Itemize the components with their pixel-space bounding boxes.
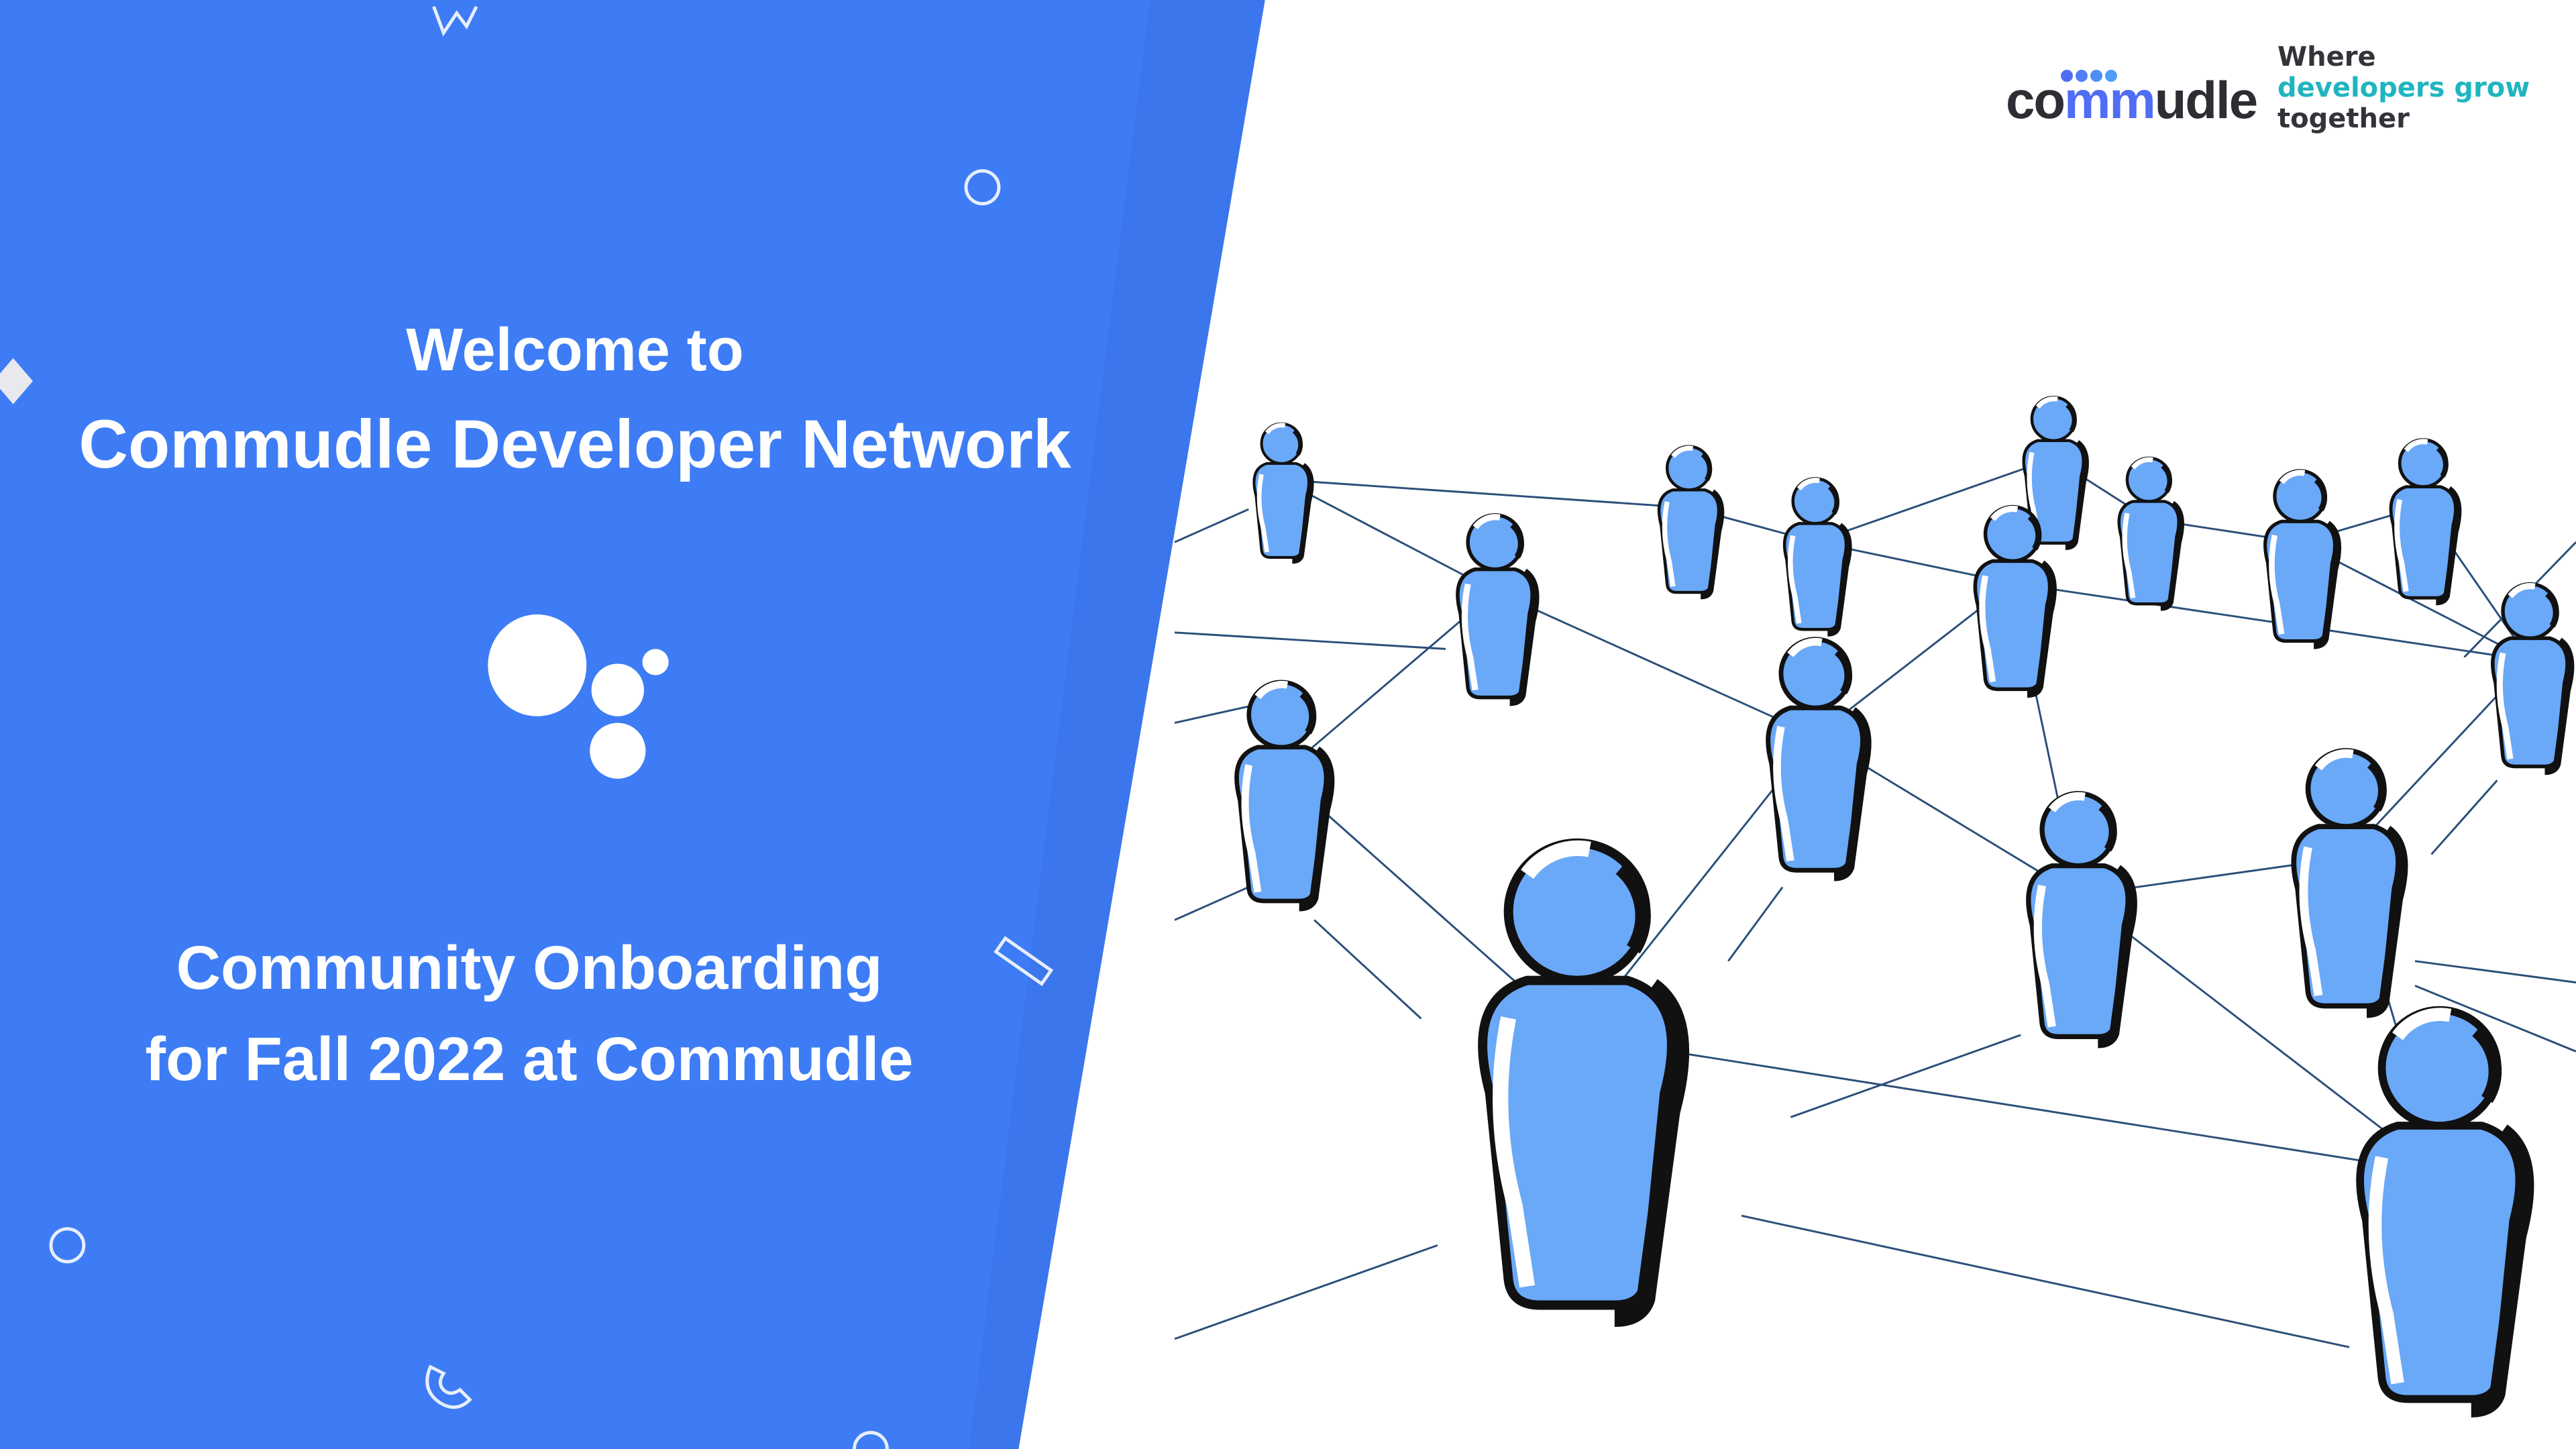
subtitle-line-1: Community Onboarding bbox=[176, 934, 883, 1002]
network-line bbox=[1741, 1214, 2350, 1348]
person-icon bbox=[1766, 637, 1872, 881]
network-heading: Commudle Developer Network bbox=[78, 406, 1071, 482]
person-icon bbox=[2117, 456, 2184, 611]
zigzag-decoration bbox=[432, 5, 478, 37]
blue-panel bbox=[0, 0, 1265, 1449]
network-line bbox=[2414, 985, 2576, 1053]
logo-tagline: Where developers grow together bbox=[2277, 42, 2530, 134]
network-line bbox=[1727, 886, 1784, 962]
person-icon bbox=[2026, 791, 2137, 1049]
network-line bbox=[1790, 1034, 2021, 1118]
person-icon bbox=[2263, 469, 2342, 649]
person-icon bbox=[1252, 422, 1314, 564]
person-icon bbox=[1657, 445, 1725, 600]
network-line bbox=[2012, 582, 2530, 661]
wordmark-prefix: co bbox=[2006, 70, 2065, 129]
network-line bbox=[1281, 478, 1689, 509]
network-line bbox=[1281, 590, 1496, 775]
arc-decoration bbox=[853, 1431, 889, 1449]
network-line bbox=[1494, 590, 1816, 737]
ring-decoration bbox=[49, 1227, 86, 1264]
people-network-icon bbox=[1234, 395, 2575, 1417]
welcome-heading: Welcome to bbox=[406, 317, 744, 384]
tagline-line-3: together bbox=[2277, 103, 2410, 134]
commudle-logo: commudle bbox=[2006, 54, 2258, 134]
person-icon bbox=[1973, 504, 2057, 698]
wordmark-suffix: udle bbox=[2154, 70, 2258, 129]
person-icon bbox=[2022, 395, 2089, 550]
network-line bbox=[1281, 478, 1496, 592]
network-line bbox=[1815, 457, 2054, 543]
network-line bbox=[1174, 631, 1446, 650]
network-line bbox=[1313, 919, 1422, 1020]
logo-dots-icon bbox=[2061, 70, 2117, 82]
network-line bbox=[2430, 780, 2498, 855]
panel-shade bbox=[969, 0, 1265, 1449]
network-line bbox=[1174, 1244, 1438, 1340]
decorative-shapes bbox=[49, 5, 1054, 1449]
dots-logo bbox=[488, 614, 669, 779]
wordmark-mm: mm bbox=[2064, 70, 2156, 129]
person-icon bbox=[2291, 748, 2408, 1018]
ring-decoration bbox=[964, 169, 1001, 206]
tagline-line-1: Where bbox=[2277, 42, 2376, 72]
subtitle-line-2: for Fall 2022 at Commudle bbox=[145, 1025, 914, 1093]
network-line bbox=[1174, 705, 1249, 724]
person-icon bbox=[1782, 477, 1852, 637]
network-line bbox=[1174, 886, 1249, 921]
phone-decoration bbox=[425, 1364, 472, 1409]
network-line bbox=[1174, 508, 1249, 543]
person-icon bbox=[2356, 1006, 2534, 1417]
person-icon bbox=[2389, 438, 2462, 606]
bar-decoration bbox=[994, 936, 1054, 986]
logo-wordmark: commudle bbox=[2006, 70, 2258, 130]
network-line bbox=[2414, 960, 2576, 983]
tagline-line-2: developers grow bbox=[2277, 72, 2530, 103]
person-icon bbox=[2491, 582, 2575, 775]
person-icon bbox=[1478, 838, 1690, 1328]
diamond-decoration bbox=[0, 358, 33, 405]
network-line bbox=[2078, 894, 2440, 1174]
person-icon bbox=[1456, 513, 1540, 706]
network-line bbox=[1576, 1035, 2440, 1175]
person-icon bbox=[1234, 680, 1335, 912]
